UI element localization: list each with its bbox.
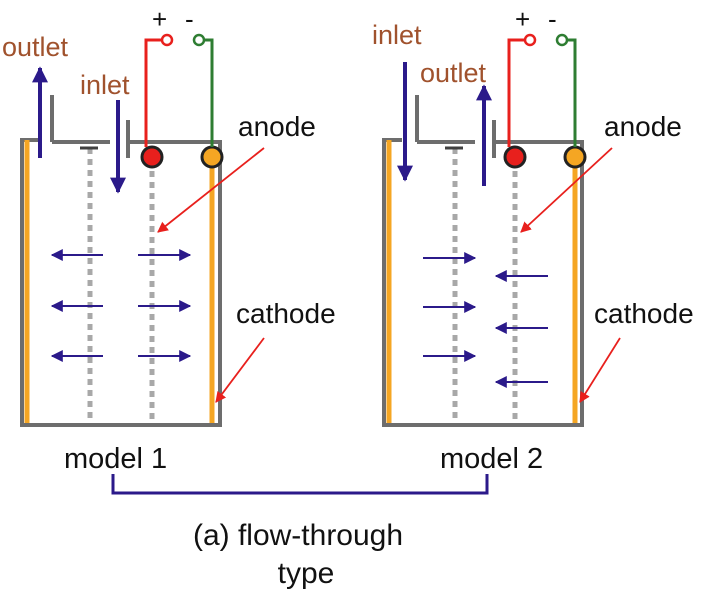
model-1-negative-node: [192, 33, 206, 47]
model-1-positive-node: [160, 33, 174, 47]
model-1-negative-wire: [204, 38, 214, 147]
model-2-negative-node: [555, 33, 569, 47]
model-1-cathode-pointer: [215, 337, 265, 403]
model-1-anode-label: anode: [238, 111, 316, 142]
model-2-minus-label: -: [548, 4, 557, 34]
model-1-inlet-label: inlet: [80, 70, 130, 100]
caption-line-1: (a) flow-through: [193, 519, 403, 552]
model-1-cathode-label: cathode: [236, 298, 336, 329]
model-2-outlet-label: outlet: [420, 58, 487, 88]
model-2-positive-node: [523, 33, 537, 47]
model-2-anode-label: anode: [604, 111, 682, 142]
model-1-anode-pointer: [157, 147, 265, 233]
model-2-positive-wire: [507, 38, 525, 147]
model-2-cell: [382, 33, 621, 427]
model-1-name: model 1: [64, 443, 167, 475]
model-2-cathode-label: cathode: [594, 298, 694, 329]
model-1-cathode-terminal: [200, 145, 224, 169]
model-1-plus-label: +: [152, 4, 167, 34]
model-1-positive-wire: [144, 38, 162, 147]
model-2-cathode-pointer: [579, 337, 621, 403]
model-2-anode-terminal: [503, 145, 527, 169]
model-2-negative-wire: [567, 38, 577, 147]
model-1-anode-terminal: [140, 145, 164, 169]
model-2-name: model 2: [440, 443, 543, 475]
model-bracket: [111, 474, 489, 495]
model-2-inlet-label: inlet: [372, 20, 422, 50]
model-1-minus-label: -: [185, 4, 194, 34]
model-2-cathode-terminal: [563, 145, 587, 169]
model-1-outlet-label: outlet: [2, 32, 69, 62]
model-2-anode-pointer: [520, 147, 613, 233]
model-1-cell: [20, 33, 265, 427]
model-2-plus-label: +: [515, 4, 530, 34]
caption-line-2: type: [278, 557, 335, 590]
model-1-container: [20, 138, 222, 427]
